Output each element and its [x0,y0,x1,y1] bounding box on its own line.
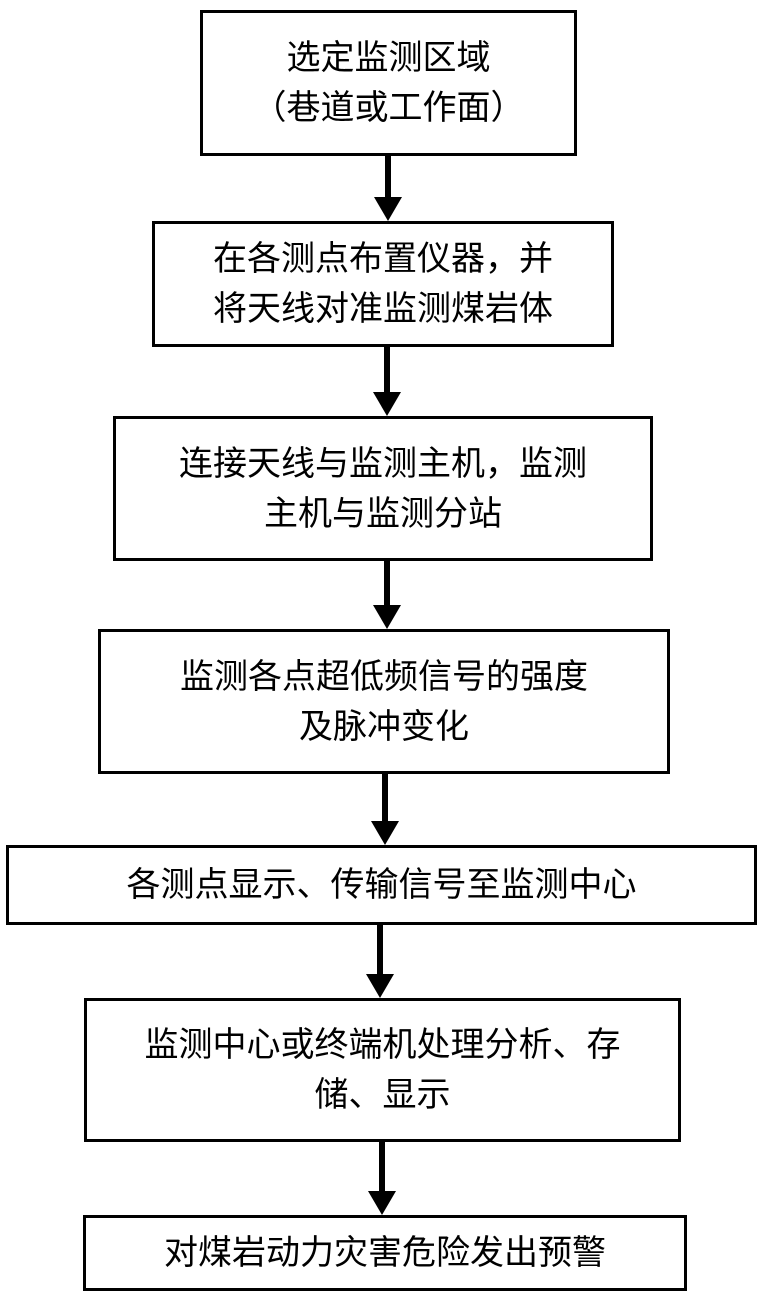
arrow-4 [371,774,399,845]
arrow-3 [373,561,401,629]
arrow-6 [368,1142,396,1215]
arrow-2 [373,347,401,416]
arrow-5 [366,925,394,998]
arrow-1 [374,156,402,221]
